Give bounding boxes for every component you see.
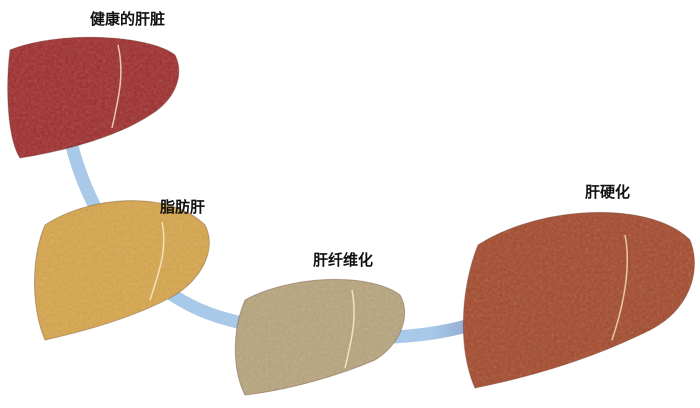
cirrhotic-liver-illustration [462, 212, 695, 389]
liver-fibrosis-label: 肝纤维化 [313, 251, 374, 269]
healthy-liver-label: 健康的肝脏 [90, 10, 166, 28]
fatty-liver-illustration [34, 200, 210, 341]
healthy-liver-illustration [7, 36, 180, 159]
cirrhosis-label: 肝硬化 [585, 183, 631, 201]
fibrotic-liver-illustration [234, 278, 406, 396]
fatty-liver-label: 脂肪肝 [160, 198, 206, 216]
